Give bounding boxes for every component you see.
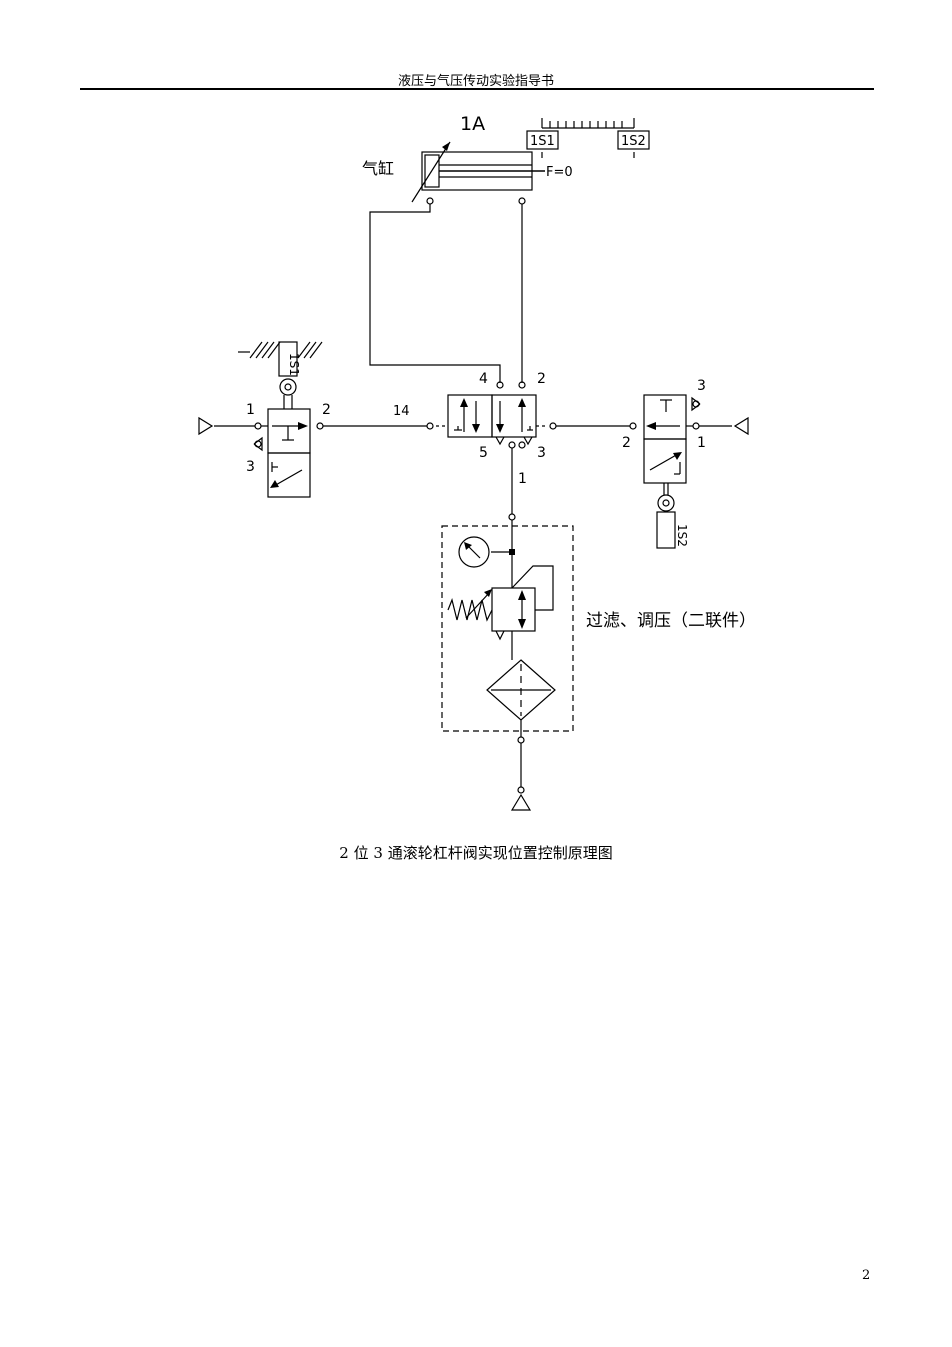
main-valve-port-3: 3 xyxy=(537,445,546,461)
right-valve-port-2: 2 xyxy=(622,435,631,451)
right-roller-valve xyxy=(643,394,749,549)
pneumatic-cylinder xyxy=(411,141,545,205)
pilot-signal-lines xyxy=(316,422,637,430)
main-valve-port-14: 14 xyxy=(393,404,410,419)
force-label: F=0 xyxy=(546,165,573,180)
right-valve-port-3: 3 xyxy=(697,378,706,394)
main-valve-port-5: 5 xyxy=(479,445,488,461)
cylinder-name-label: 气缸 xyxy=(362,159,394,178)
left-valve-port-1: 1 xyxy=(246,402,255,418)
sensor-1s1-tag: 1S1 xyxy=(530,134,555,149)
main-valve-port-4: 4 xyxy=(479,371,488,387)
cylinder-id-label: 1A xyxy=(460,113,485,135)
service-unit-label: 过滤、调压（二联件） xyxy=(586,611,756,631)
figure-caption: 2 位 3 通滚轮杠杆阀实现位置控制原理图 xyxy=(339,844,613,862)
left-roller-valve xyxy=(198,341,323,498)
right-valve-sensor-tag: 1S2 xyxy=(675,524,689,547)
header-divider xyxy=(80,88,874,90)
main-valve-port-1: 1 xyxy=(518,471,527,487)
position-scale xyxy=(526,118,650,158)
page-number: 2 xyxy=(862,1268,871,1283)
running-header: 液压与气压传动实验指导书 xyxy=(397,74,554,89)
cylinder-supply-lines xyxy=(369,204,526,389)
left-valve-sensor-tag: 1S1 xyxy=(287,353,301,376)
right-valve-port-1: 1 xyxy=(697,435,706,451)
left-valve-port-3: 3 xyxy=(246,459,255,475)
sensor-1s2-tag: 1S2 xyxy=(621,134,646,149)
left-valve-port-2: 2 xyxy=(322,402,331,418)
service-unit xyxy=(441,448,574,811)
main-valve-port-2: 2 xyxy=(537,371,546,387)
main-directional-valve xyxy=(426,394,557,449)
